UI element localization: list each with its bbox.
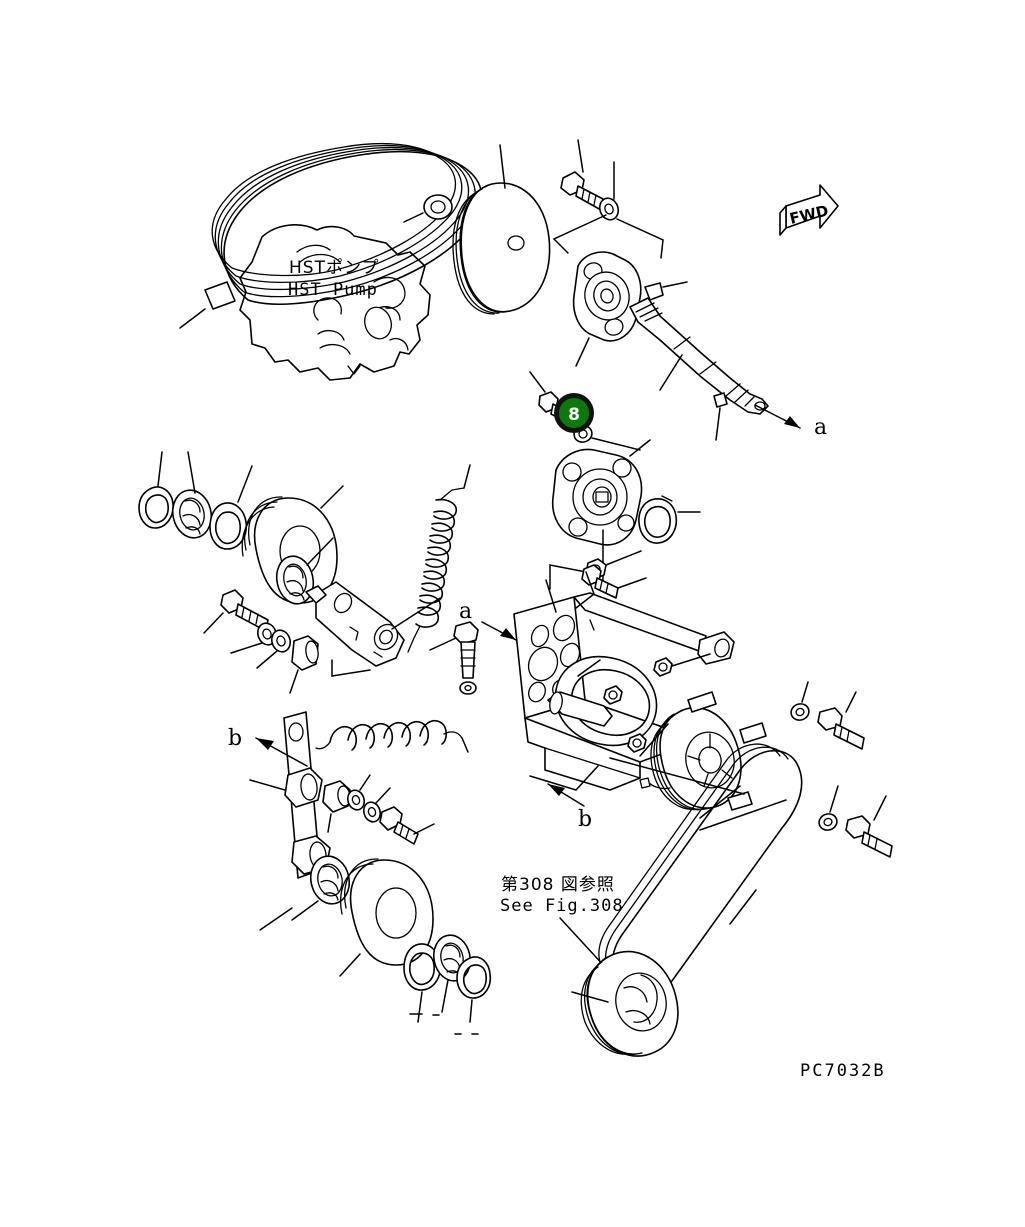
fwd-marker-icon: FWD bbox=[779, 184, 839, 236]
hst-pump-body bbox=[239, 194, 453, 381]
belt-tab-marker bbox=[179, 281, 236, 329]
drive-belt-upper bbox=[211, 142, 483, 306]
leader-bolt-to-flange bbox=[616, 218, 664, 259]
drawing-code: PC7032B bbox=[800, 1061, 886, 1081]
bushing-arm-lower bbox=[322, 780, 351, 833]
bearing-flange-housing-lower bbox=[551, 439, 651, 586]
tensioner-link-upper bbox=[305, 581, 441, 677]
pulley-lower bbox=[339, 858, 434, 977]
highlight-number: 8 bbox=[568, 405, 580, 425]
washer-clutch-2 bbox=[818, 785, 839, 831]
snap-ring-flange bbox=[638, 495, 701, 544]
snap-ring-lower-2 bbox=[456, 956, 492, 1023]
see-fig-leader bbox=[559, 917, 607, 969]
highlight-marker-8[interactable]: 8 bbox=[554, 393, 594, 433]
idler-pulley-assembly bbox=[138, 451, 344, 694]
callout-a-right: a bbox=[814, 415, 827, 440]
belt-leader-1 bbox=[609, 757, 745, 795]
snap-ring-idler-2 bbox=[209, 465, 253, 550]
washer-arm-lower-2 bbox=[362, 787, 391, 823]
washer-idler-1 bbox=[230, 622, 278, 654]
see-fig-label-jp: 第308 図参照 bbox=[501, 875, 615, 895]
bearing-idler-2 bbox=[275, 537, 334, 605]
snap-ring-idler-1 bbox=[138, 451, 174, 529]
hst-pump-label-jp: HSTポンプ bbox=[289, 258, 379, 278]
bolt-head-ring-1 bbox=[603, 685, 623, 705]
bolt-clutch-2 bbox=[845, 795, 893, 858]
bolt-bracket-top bbox=[581, 564, 647, 599]
washer-arm-lower-1 bbox=[346, 774, 371, 811]
washer-bracket-a bbox=[459, 681, 477, 695]
collar-idler bbox=[289, 635, 319, 694]
bolt-upper-1 bbox=[560, 139, 604, 211]
bolt-head-ring-2 bbox=[627, 733, 647, 753]
washer-clutch-1 bbox=[790, 681, 810, 721]
crank-pulley bbox=[571, 950, 679, 1057]
tension-spring-lower bbox=[315, 720, 469, 753]
hst-pump-label-en: HST Pump bbox=[288, 280, 378, 300]
bearing-idler-1 bbox=[171, 451, 213, 539]
see-fig-label-en: See Fig.308 bbox=[500, 896, 624, 916]
multi-groove-pulley-upper bbox=[452, 144, 551, 315]
washer-idler-2 bbox=[256, 629, 292, 669]
belt-leader-2 bbox=[729, 889, 757, 925]
bolt-clutch-1 bbox=[817, 691, 865, 750]
callout-b-left: b bbox=[228, 726, 242, 751]
lower-idler-set bbox=[291, 855, 492, 1023]
bolt-arm-lower bbox=[379, 806, 435, 845]
bolt-bracket-a bbox=[429, 621, 479, 679]
bearing-lower-1 bbox=[291, 855, 351, 921]
belt-leader-3 bbox=[699, 799, 787, 831]
tension-spring-upper bbox=[407, 464, 471, 653]
washer-upper-1 bbox=[598, 161, 620, 221]
callout-b-right: b bbox=[578, 807, 592, 832]
bolt-head-ring-3 bbox=[653, 653, 711, 677]
callout-a-left: a bbox=[459, 599, 472, 624]
leader-stubs-bottom bbox=[409, 1013, 479, 1035]
bolt-idler bbox=[203, 589, 269, 634]
drive-shaft bbox=[629, 281, 801, 441]
tensioner-arm-lower bbox=[249, 711, 331, 931]
bearing-flange-housing-upper bbox=[572, 251, 642, 367]
